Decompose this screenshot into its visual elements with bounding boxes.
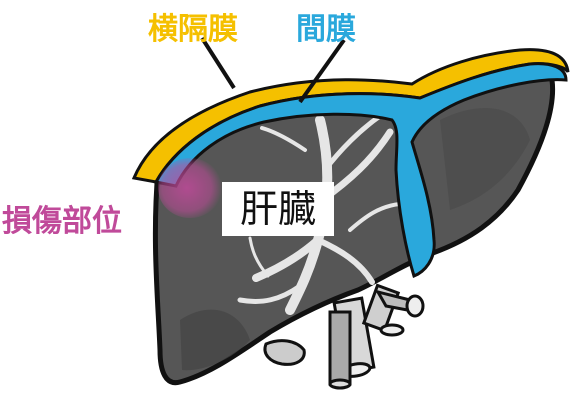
mesentery-label: 間膜 xyxy=(296,4,356,48)
liver-label: 肝臓 xyxy=(222,182,334,236)
injury-site-marker xyxy=(158,158,222,218)
diaphragm-label: 横隔膜 xyxy=(148,4,238,48)
injury-site-label: 損傷部位 xyxy=(2,196,122,240)
